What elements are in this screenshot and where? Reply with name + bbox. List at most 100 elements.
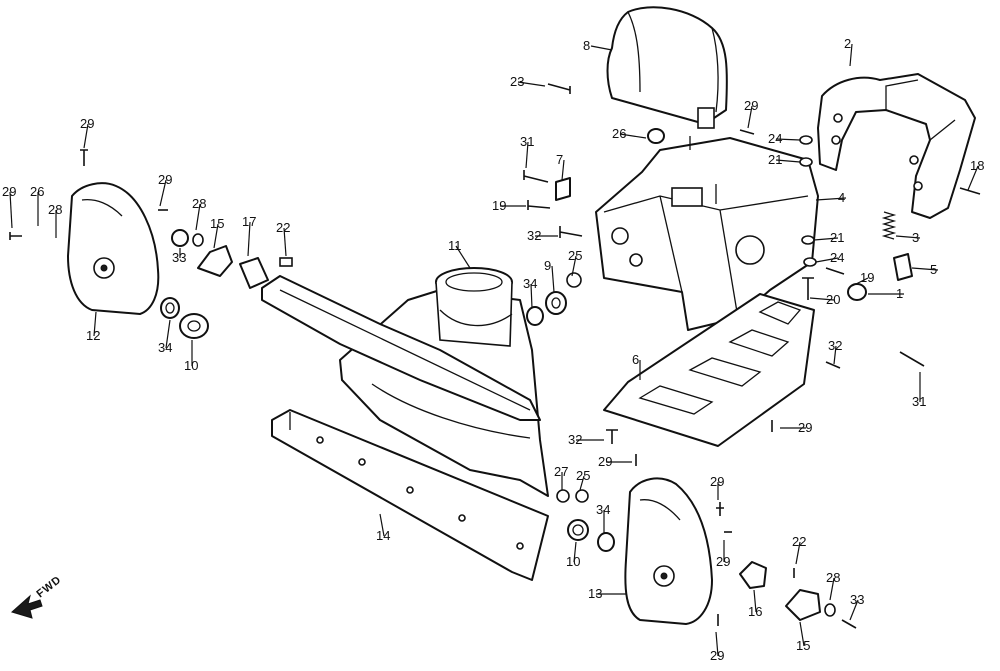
callout-label-c6: 6 xyxy=(632,352,639,367)
callout-label-c22b: 22 xyxy=(792,534,806,549)
callout-label-c26b: 26 xyxy=(612,126,626,141)
part-15-clip-left xyxy=(197,245,233,277)
part-7-tab xyxy=(555,177,571,201)
part-10-cap-right xyxy=(567,519,589,541)
callout-label-c32c: 32 xyxy=(568,432,582,447)
callout-leader-c33b xyxy=(849,599,859,621)
callout-leader-c16 xyxy=(753,589,757,613)
callout-label-c4: 4 xyxy=(838,190,845,205)
callout-label-c5: 5 xyxy=(930,262,937,277)
part-12-left-cover xyxy=(67,182,160,315)
part-33-spacer-left xyxy=(171,229,189,247)
callout-leader-c23 xyxy=(517,81,546,87)
callout-leader-c4 xyxy=(815,197,847,201)
part-34-bushing-left xyxy=(160,297,180,319)
callout-leader-c12 xyxy=(93,311,97,337)
callout-label-c27: 27 xyxy=(554,464,568,479)
callout-label-c9: 9 xyxy=(544,258,551,273)
callout-leader-c25b xyxy=(579,475,585,491)
callout-label-c29c: 29 xyxy=(158,172,172,187)
part-25-nut-lower xyxy=(575,489,589,503)
part-34-bushing-mid xyxy=(526,306,544,326)
callout-leader-c21a xyxy=(775,159,801,163)
callout-label-c19b: 19 xyxy=(860,270,874,285)
part-15-clip-right xyxy=(785,589,821,621)
callout-leader-c28b xyxy=(195,203,201,231)
callout-leader-c20 xyxy=(809,297,835,301)
callout-leader-c34b xyxy=(530,283,533,309)
callout-label-c29d: 29 xyxy=(744,98,758,113)
callout-leader-c17 xyxy=(247,221,251,257)
part-3-spring xyxy=(881,211,897,240)
callout-label-c28c: 28 xyxy=(826,570,840,585)
callout-label-c25a: 25 xyxy=(568,248,582,263)
callout-label-c34c: 34 xyxy=(596,502,610,517)
callout-leader-c24a xyxy=(775,138,801,141)
callout-labels: 1234567891010111213141515161718191920212… xyxy=(2,36,984,663)
callout-label-c31b: 31 xyxy=(912,394,926,409)
callout-label-c12: 12 xyxy=(86,328,100,343)
part-25-nut-upper xyxy=(566,272,582,288)
callout-label-c15a: 15 xyxy=(210,216,224,231)
callout-leader-c22b xyxy=(795,541,801,565)
callout-label-c29a: 29 xyxy=(80,116,94,131)
callout-leader-c3 xyxy=(895,235,921,239)
callout-label-c32b: 32 xyxy=(828,338,842,353)
callout-leader-c29a xyxy=(83,123,89,149)
callout-label-c14: 14 xyxy=(376,528,390,543)
callout-leader-c11 xyxy=(455,245,471,269)
callout-label-c18: 18 xyxy=(970,158,984,173)
fwd-label: FWD xyxy=(34,574,63,601)
callout-label-c25b: 25 xyxy=(576,468,590,483)
callout-leader-c28c xyxy=(829,577,835,601)
part-deflector-strip xyxy=(261,275,541,421)
callout-leader-c8 xyxy=(590,45,613,51)
part-14-scraper-strip xyxy=(271,409,549,581)
callout-leader-c19b xyxy=(851,277,869,287)
callout-label-c31a: 31 xyxy=(520,134,534,149)
callout-label-c28a: 28 xyxy=(48,202,62,217)
callout-label-c2: 2 xyxy=(844,36,851,51)
callout-leader-c25a xyxy=(571,255,577,277)
part-27-washer xyxy=(556,489,570,503)
callout-leader-c5 xyxy=(911,267,939,271)
callout-label-c13: 13 xyxy=(588,586,602,601)
callout-label-c29f: 29 xyxy=(598,454,612,469)
callout-leader-c31a xyxy=(525,141,529,169)
callout-leader-c10b xyxy=(573,541,577,563)
callout-leader-c14 xyxy=(379,513,385,537)
callout-label-c8: 8 xyxy=(583,38,590,53)
callout-label-c10b: 10 xyxy=(566,554,580,569)
callout-label-c22a: 22 xyxy=(276,220,290,235)
part-10-cap-left xyxy=(179,313,209,339)
part-22-rivet-left xyxy=(279,257,293,267)
part-13-lower-cover xyxy=(624,477,713,625)
callout-label-c28b: 28 xyxy=(192,196,206,211)
callout-label-c29h: 29 xyxy=(716,554,730,569)
callout-label-c1: 1 xyxy=(896,286,903,301)
bolts xyxy=(9,83,981,629)
callout-leader-c34a xyxy=(165,319,171,349)
fwd-arrow-icon xyxy=(10,594,43,619)
part-34-bushing-right xyxy=(597,532,615,552)
part-16-clip xyxy=(739,561,767,589)
callout-leader-c15a xyxy=(213,223,219,249)
callout-label-c33a: 33 xyxy=(172,250,186,265)
callout-label-c20: 20 xyxy=(826,292,840,307)
callout-leader-c18 xyxy=(967,165,979,191)
part-5-plate xyxy=(893,253,913,281)
part-9-washer xyxy=(545,291,567,315)
callout-label-c16: 16 xyxy=(748,604,762,619)
part-28-washer-left xyxy=(192,233,204,247)
part-8-top-cover xyxy=(606,6,728,129)
callout-label-c21b: 21 xyxy=(830,230,844,245)
callout-label-c23: 23 xyxy=(510,74,524,89)
callout-label-c15b: 15 xyxy=(796,638,810,653)
callout-label-c29b: 29 xyxy=(2,184,16,199)
part-2-bracket xyxy=(817,73,976,219)
callout-label-c10a: 10 xyxy=(184,358,198,373)
callout-leader-c2 xyxy=(849,43,853,67)
callout-label-c7: 7 xyxy=(556,152,563,167)
callout-label-c19a: 19 xyxy=(492,198,506,213)
